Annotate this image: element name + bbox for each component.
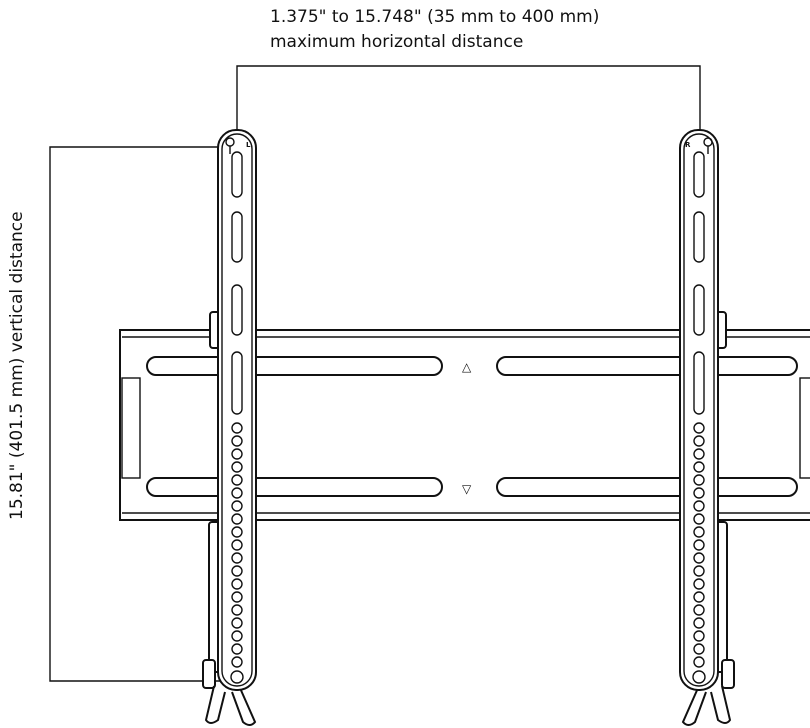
left-vertical-bracket: L bbox=[202, 129, 257, 726]
left-bracket-side-letter: L bbox=[246, 141, 251, 149]
horizontal-dimension-line bbox=[236, 65, 701, 140]
vertical-dimension-label: 15.81" (401.5 mm) vertical distance bbox=[7, 211, 27, 520]
horizontal-dimension: 1.375" to 15.748" (35 mm to 400 mm) maxi… bbox=[236, 7, 701, 140]
wall-plate-right-cutout bbox=[799, 377, 810, 479]
vertical-dimension-line bbox=[49, 146, 225, 682]
wall-plate-lower-left-slot bbox=[146, 477, 443, 497]
vertical-dimension: 15.81" (401.5 mm) vertical distance bbox=[7, 146, 225, 682]
left-release-strap-outer bbox=[231, 687, 257, 726]
left-bracket-holes bbox=[230, 422, 244, 684]
wall-plate-lower-right-slot bbox=[496, 477, 798, 497]
right-bracket-bar bbox=[679, 129, 719, 691]
down-arrow-icon: ▽ bbox=[462, 482, 472, 496]
right-vertical-bracket: R bbox=[679, 129, 735, 726]
horizontal-dimension-label-line1: 1.375" to 15.748" (35 mm to 400 mm) bbox=[270, 7, 599, 27]
horizontal-dimension-label-line2: maximum horizontal distance bbox=[270, 32, 523, 52]
up-arrow-icon: △ bbox=[462, 360, 472, 374]
wall-plate-upper-right-slot bbox=[496, 356, 798, 376]
right-bracket-side-letter: R bbox=[685, 141, 691, 149]
wall-plate-upper-left-slot bbox=[146, 356, 443, 376]
wall-plate-outline bbox=[119, 329, 810, 521]
left-bracket-bar bbox=[217, 129, 257, 691]
left-release-strap bbox=[204, 685, 226, 724]
right-release-strap-outer bbox=[681, 687, 707, 726]
right-release-strap bbox=[710, 685, 732, 724]
right-bracket-holes bbox=[692, 422, 706, 684]
wall-plate-left-cutout bbox=[121, 377, 141, 479]
